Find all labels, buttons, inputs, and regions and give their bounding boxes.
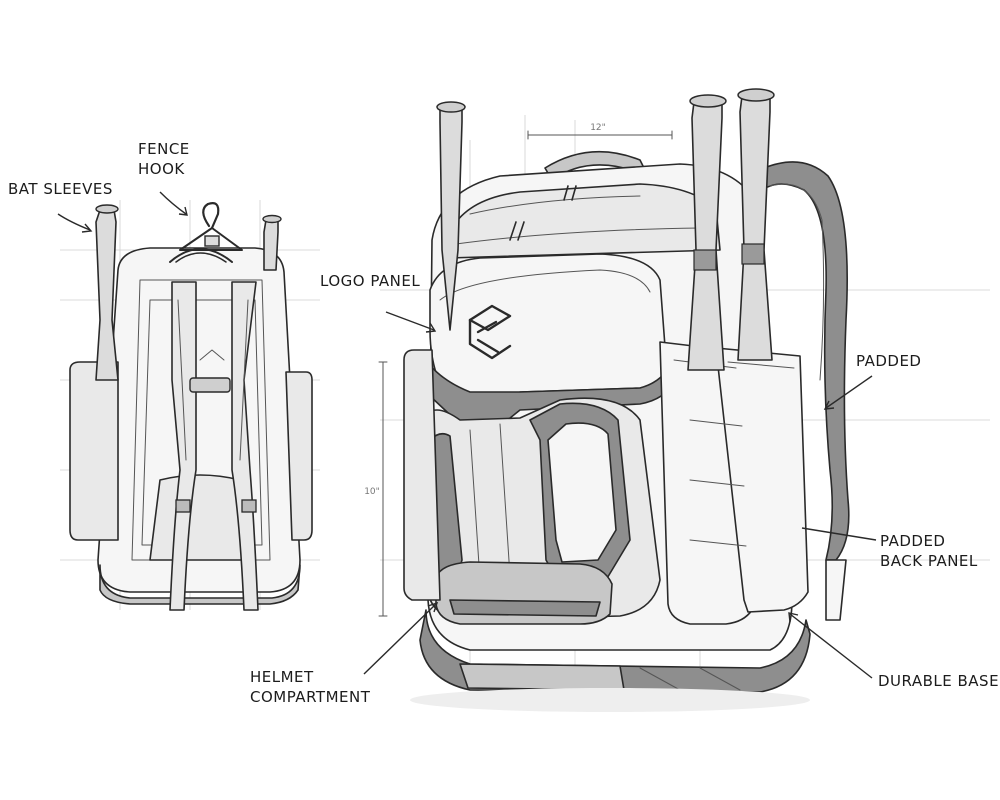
rear-left-sleeve: [69, 361, 119, 541]
front-view-backpack: [403, 88, 850, 712]
label-padded-back-panel-line1: PADDED: [880, 532, 945, 550]
rear-shoulder-straps: [169, 281, 259, 611]
label-padded: PADDED: [856, 352, 921, 370]
height-dimension: 10": [364, 361, 388, 617]
callout-padded-back-panel: PADDED BACK PANEL: [801, 527, 978, 570]
label-durable-base: DURABLE BASE: [878, 672, 999, 690]
rear-view-backpack: [69, 202, 313, 611]
label-helmet-compartment-line2: COMPARTMENT: [250, 688, 371, 706]
label-fence-hook-line1: FENCE: [138, 140, 190, 158]
logo-panel: [429, 253, 667, 411]
label-padded-back-panel-line2: BACK PANEL: [880, 552, 978, 570]
callout-bat-sleeves: BAT SLEEVES: [8, 180, 113, 233]
width-dimension: 12": [527, 123, 673, 140]
rear-bat-left: [95, 204, 119, 381]
height-dimension-label: 10": [364, 487, 380, 497]
label-fence-hook-line2: HOOK: [138, 160, 185, 178]
label-helmet-compartment-line1: HELMET: [250, 668, 314, 686]
callout-helmet-compartment: HELMET COMPARTMENT: [250, 601, 439, 706]
rear-bat-right: [262, 214, 282, 271]
callout-fence-hook: FENCE HOOK: [138, 140, 190, 216]
front-bat-right: [737, 88, 775, 361]
label-logo-panel: LOGO PANEL: [320, 272, 420, 290]
brand-logo-icon: [468, 304, 512, 360]
callout-durable-base: DURABLE BASE: [788, 612, 999, 690]
callout-padded: PADDED: [823, 352, 921, 410]
fence-hook: [179, 202, 243, 251]
width-dimension-label: 12": [590, 123, 606, 133]
front-bat-middle: [687, 94, 727, 371]
rear-right-sleeve: [285, 371, 313, 541]
front-bat-left: [436, 101, 466, 331]
callout-logo-panel: LOGO PANEL: [320, 272, 437, 333]
bat-sleeve-pockets: [659, 341, 809, 625]
label-bat-sleeves: BAT SLEEVES: [8, 180, 113, 198]
